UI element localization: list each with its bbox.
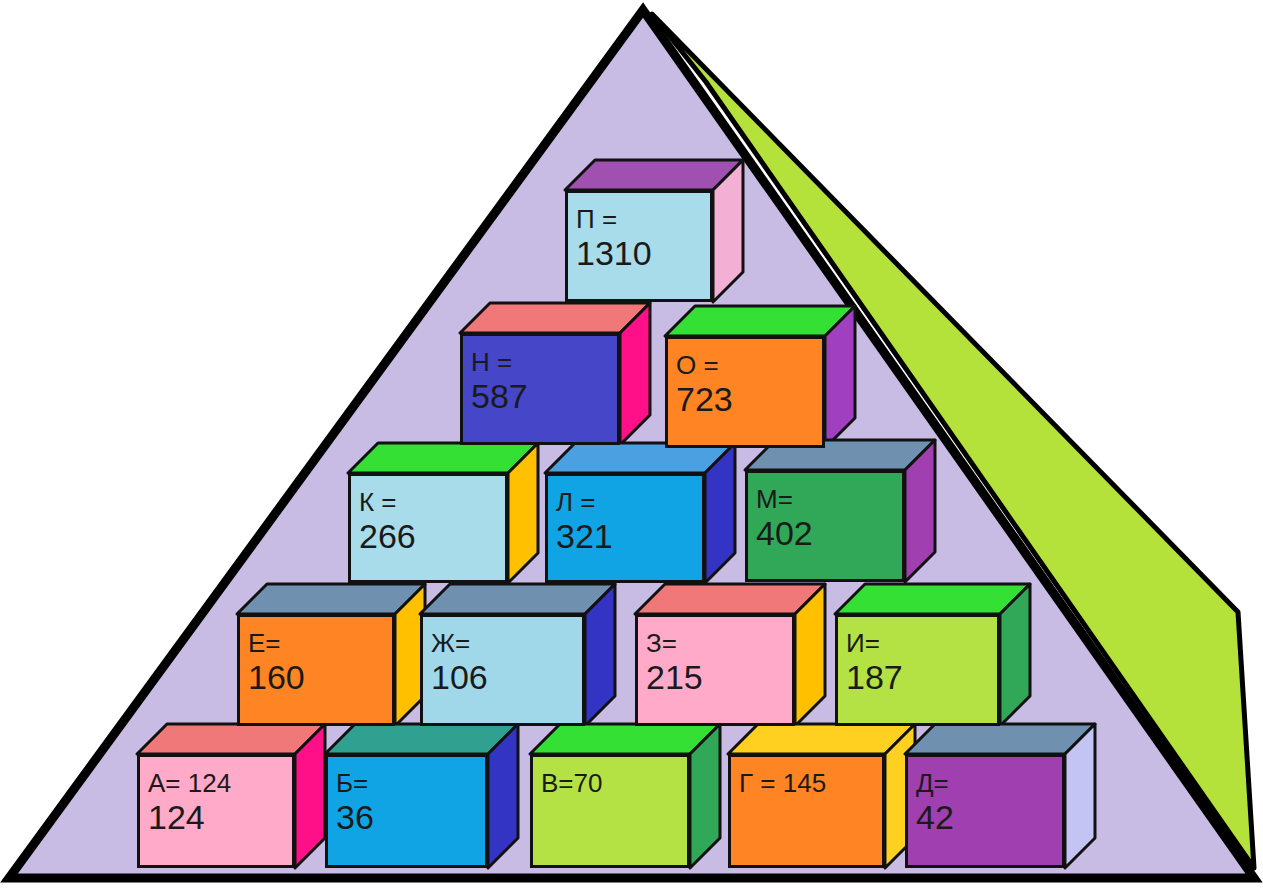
pyramid-block: Л =321 bbox=[545, 473, 705, 583]
block-label: З= bbox=[646, 629, 784, 658]
block-side bbox=[713, 160, 743, 302]
block-side bbox=[620, 303, 650, 445]
block-value: 266 bbox=[359, 517, 497, 555]
block-side bbox=[795, 584, 825, 726]
block-value: 124 bbox=[148, 798, 284, 836]
block-label: Б= bbox=[336, 769, 477, 798]
pyramid-face bbox=[9, 10, 1254, 878]
block-top bbox=[665, 306, 855, 336]
block-value: 1310 bbox=[576, 234, 702, 272]
pyramid-block: Н =587 bbox=[460, 333, 620, 445]
pyramid-block: З=215 bbox=[635, 614, 795, 726]
block-label: Е= bbox=[248, 629, 384, 658]
block-side bbox=[508, 443, 538, 583]
block-side bbox=[1000, 584, 1030, 726]
block-value: 160 bbox=[248, 658, 384, 696]
block-top bbox=[905, 724, 1095, 754]
block-top bbox=[237, 584, 425, 614]
block-label: И= bbox=[846, 629, 989, 658]
pyramid-block: В=70 bbox=[530, 754, 690, 868]
block-top bbox=[420, 584, 615, 614]
pyramid-block: М=402 bbox=[745, 470, 905, 582]
pyramid-block: Б=36 bbox=[325, 754, 488, 868]
pyramid-block: П =1310 bbox=[565, 190, 713, 302]
block-value: 215 bbox=[646, 658, 784, 696]
block-label: П = bbox=[576, 205, 702, 234]
pyramid-block: Д=42 bbox=[905, 754, 1065, 868]
block-top bbox=[137, 724, 325, 754]
block-value: 36 bbox=[336, 798, 477, 836]
pyramid-block: Е=160 bbox=[237, 614, 395, 726]
block-value: 187 bbox=[846, 658, 989, 696]
block-top bbox=[530, 724, 720, 754]
block-value: 42 bbox=[916, 798, 1054, 836]
block-label: О = bbox=[676, 351, 814, 380]
block-side bbox=[825, 306, 855, 448]
pyramid-block: И=187 bbox=[835, 614, 1000, 726]
block-label: Ж= bbox=[431, 629, 574, 658]
pyramid-side bbox=[652, 14, 1254, 868]
block-label: К = bbox=[359, 488, 497, 517]
block-label: А= 124 bbox=[148, 769, 284, 798]
block-label: М= bbox=[756, 485, 894, 514]
block-value: 402 bbox=[756, 514, 894, 552]
block-value: 106 bbox=[431, 658, 574, 696]
block-value: 587 bbox=[471, 377, 609, 415]
pyramid-block: Г = 145 bbox=[728, 754, 885, 868]
block-side bbox=[1065, 724, 1095, 868]
block-top bbox=[460, 303, 650, 333]
block-label: Г = 145 bbox=[739, 769, 874, 798]
block-side bbox=[488, 724, 518, 868]
pyramid-block: Ж=106 bbox=[420, 614, 585, 726]
block-side bbox=[585, 584, 615, 726]
pyramid-block: О =723 bbox=[665, 336, 825, 448]
block-label: Н = bbox=[471, 348, 609, 377]
block-value: 321 bbox=[556, 517, 694, 555]
block-top bbox=[325, 724, 518, 754]
block-side bbox=[905, 440, 935, 582]
block-top bbox=[728, 724, 915, 754]
block-label: В=70 bbox=[541, 769, 679, 798]
block-side bbox=[705, 443, 735, 583]
pyramid-block: К =266 bbox=[348, 473, 508, 583]
block-top bbox=[348, 443, 538, 473]
block-top bbox=[835, 584, 1030, 614]
block-top bbox=[635, 584, 825, 614]
block-side bbox=[295, 724, 325, 868]
block-label: Л = bbox=[556, 488, 694, 517]
pyramid-block: А= 124124 bbox=[137, 754, 295, 868]
block-value: 723 bbox=[676, 380, 814, 418]
block-side bbox=[690, 724, 720, 868]
block-label: Д= bbox=[916, 769, 1054, 798]
